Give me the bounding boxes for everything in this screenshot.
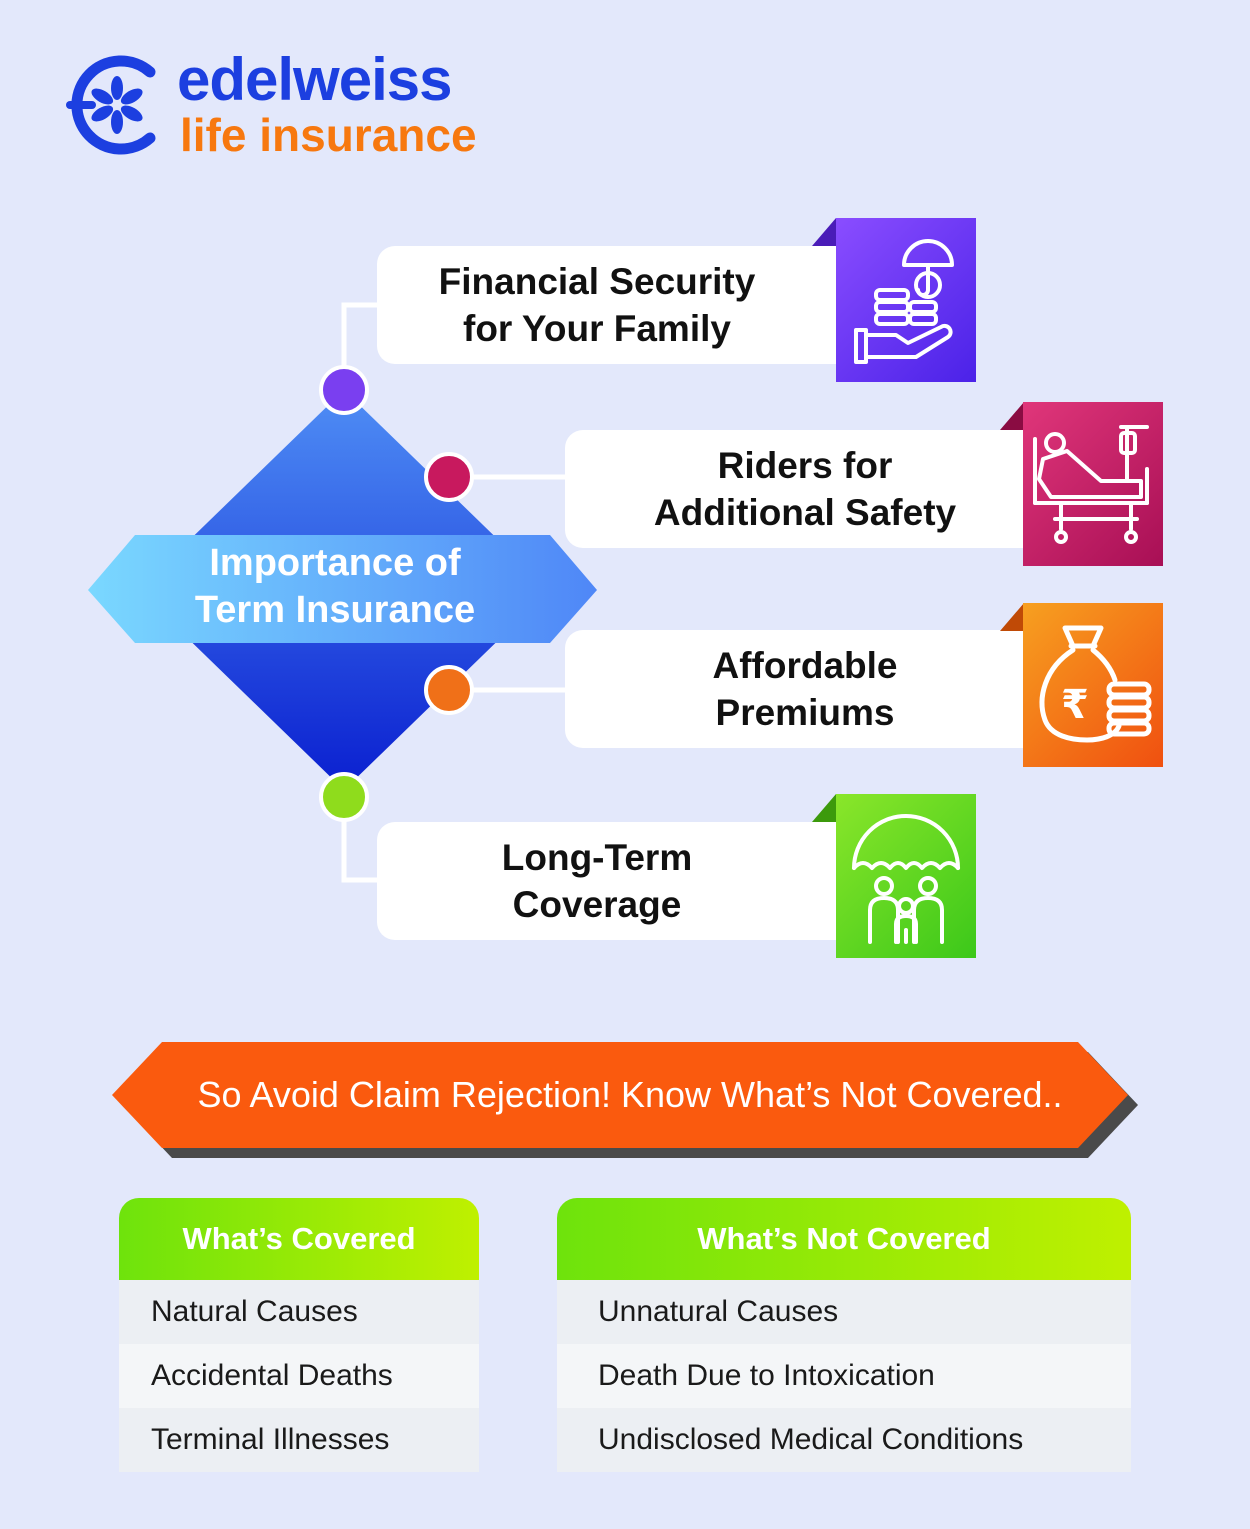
cell-text: Death Due to Intoxication bbox=[598, 1359, 935, 1392]
claim-banner bbox=[112, 1042, 1138, 1158]
feature-label: Affordable Premiums bbox=[712, 645, 898, 733]
feature-card-affordable: Affordable Premiums bbox=[565, 630, 1045, 748]
feature-label: Riders for Additional Safety bbox=[653, 445, 957, 533]
card-fold bbox=[1000, 603, 1024, 631]
family-umbrella-icon bbox=[836, 794, 976, 958]
table-row: Death Due to Intoxication bbox=[557, 1344, 1131, 1408]
covered-table: What’s Covered Natural Causes Accidental… bbox=[119, 1198, 479, 1472]
feature-label: Financial Security for Your Family bbox=[438, 261, 756, 349]
banner-text: So Avoid Claim Rejection! Know What’s No… bbox=[197, 1074, 1063, 1115]
feature-dot bbox=[319, 365, 369, 415]
money-bag-coins-icon: ₹ bbox=[1023, 603, 1163, 767]
logo-subtitle: life insurance bbox=[180, 109, 477, 161]
cell-text: Terminal Illnesses bbox=[151, 1423, 390, 1456]
card-fold bbox=[812, 218, 836, 246]
svg-text:₹: ₹ bbox=[1061, 682, 1089, 728]
card-fold bbox=[812, 794, 836, 822]
cell-text: Accidental Deaths bbox=[151, 1359, 393, 1392]
table-row: Natural Causes bbox=[119, 1280, 479, 1344]
logo-brand: edelweiss bbox=[177, 46, 453, 113]
feature-card-long-term: Long-Term Coverage bbox=[377, 822, 857, 940]
feature-card-riders: Riders for Additional Safety bbox=[565, 430, 1045, 548]
not-covered-header: What’s Not Covered bbox=[557, 1198, 1131, 1280]
card-fold bbox=[1000, 402, 1024, 430]
cell-text: Natural Causes bbox=[151, 1295, 358, 1328]
covered-header: What’s Covered bbox=[119, 1198, 479, 1280]
cell-text: Undisclosed Medical Conditions bbox=[598, 1423, 1024, 1456]
edelweiss-asterisk-icon bbox=[66, 55, 156, 155]
hospital-bed-icon bbox=[1023, 402, 1163, 566]
money-hand-umbrella-icon bbox=[836, 218, 976, 382]
feature-dot bbox=[424, 452, 474, 502]
feature-dot bbox=[424, 665, 474, 715]
table-row: Unnatural Causes bbox=[557, 1280, 1131, 1344]
table-row: Undisclosed Medical Conditions bbox=[557, 1408, 1131, 1472]
table-row: Accidental Deaths bbox=[119, 1344, 479, 1408]
center-title: Importance of Term Insurance bbox=[194, 542, 476, 631]
cell-text: Unnatural Causes bbox=[598, 1295, 839, 1328]
feature-dot bbox=[319, 772, 369, 822]
feature-label: Long-Term Coverage bbox=[501, 837, 693, 925]
not-covered-table: What’s Not Covered Unnatural Causes Deat… bbox=[557, 1198, 1131, 1472]
table-row: Terminal Illnesses bbox=[119, 1408, 479, 1472]
feature-card-financial-security: Financial Security for Your Family bbox=[377, 246, 857, 364]
